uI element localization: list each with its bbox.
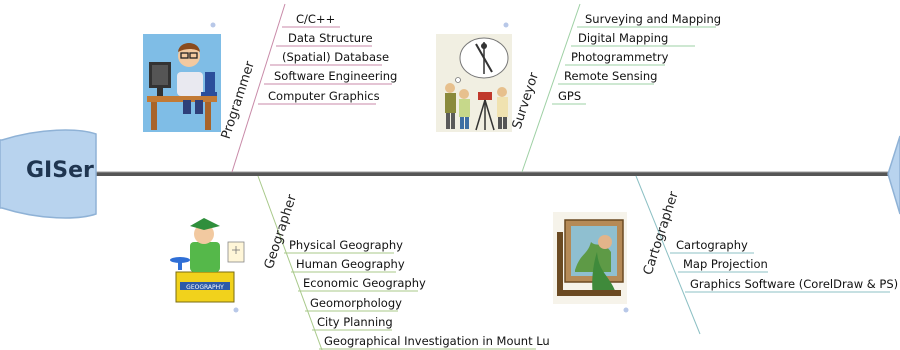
geographer-underlines — [284, 252, 536, 350]
programmer-icon — [143, 34, 221, 132]
programmer-item: C/C++ — [296, 12, 336, 26]
tail-shape — [887, 135, 900, 215]
cartographer-icon — [553, 212, 627, 304]
programmer-bone — [231, 3, 286, 173]
surveyor-item: GPS — [558, 89, 582, 103]
geographer-item: Physical Geography — [289, 238, 403, 252]
programmer-item: Computer Graphics — [268, 89, 380, 103]
programmer-item: Software Engineering — [274, 69, 398, 83]
decor-dots — [210, 22, 629, 313]
geographer-item: City Planning — [317, 315, 393, 329]
surveyor-underlines — [552, 26, 716, 105]
surveyor-icon — [436, 34, 512, 132]
surveyor-bone — [521, 3, 581, 173]
cartographer-item: Graphics Software (CorelDraw & PS) — [690, 277, 899, 291]
programmer-underlines — [258, 26, 392, 105]
geographer-item: Economic Geography — [303, 276, 426, 290]
surveyor-item: Photogrammetry — [571, 50, 669, 64]
programmer-item: Data Structure — [288, 31, 373, 45]
geographer-bone — [257, 175, 323, 350]
surveyor-item: Surveying and Mapping — [585, 12, 722, 26]
surveyor-item: Remote Sensing — [564, 69, 658, 83]
geographer-icon: GEOGRAPHY — [164, 212, 246, 304]
head-shape — [0, 129, 97, 219]
surveyor-item: Digital Mapping — [578, 31, 669, 45]
cartographer-item: Cartography — [676, 238, 748, 252]
cartographer-item: Map Projection — [683, 257, 768, 271]
geographer-item: Geomorphology — [310, 296, 402, 310]
geographer-item: Human Geography — [296, 257, 405, 271]
cartographer-bone — [635, 175, 701, 335]
programmer-item: (Spatial) Database — [282, 50, 390, 64]
cartographer-underlines — [670, 252, 890, 293]
geographer-item: Geographical Investigation in Mount Lu — [324, 334, 550, 348]
svg-text:GEOGRAPHY: GEOGRAPHY — [186, 284, 224, 291]
head-title: GISer — [26, 158, 94, 183]
